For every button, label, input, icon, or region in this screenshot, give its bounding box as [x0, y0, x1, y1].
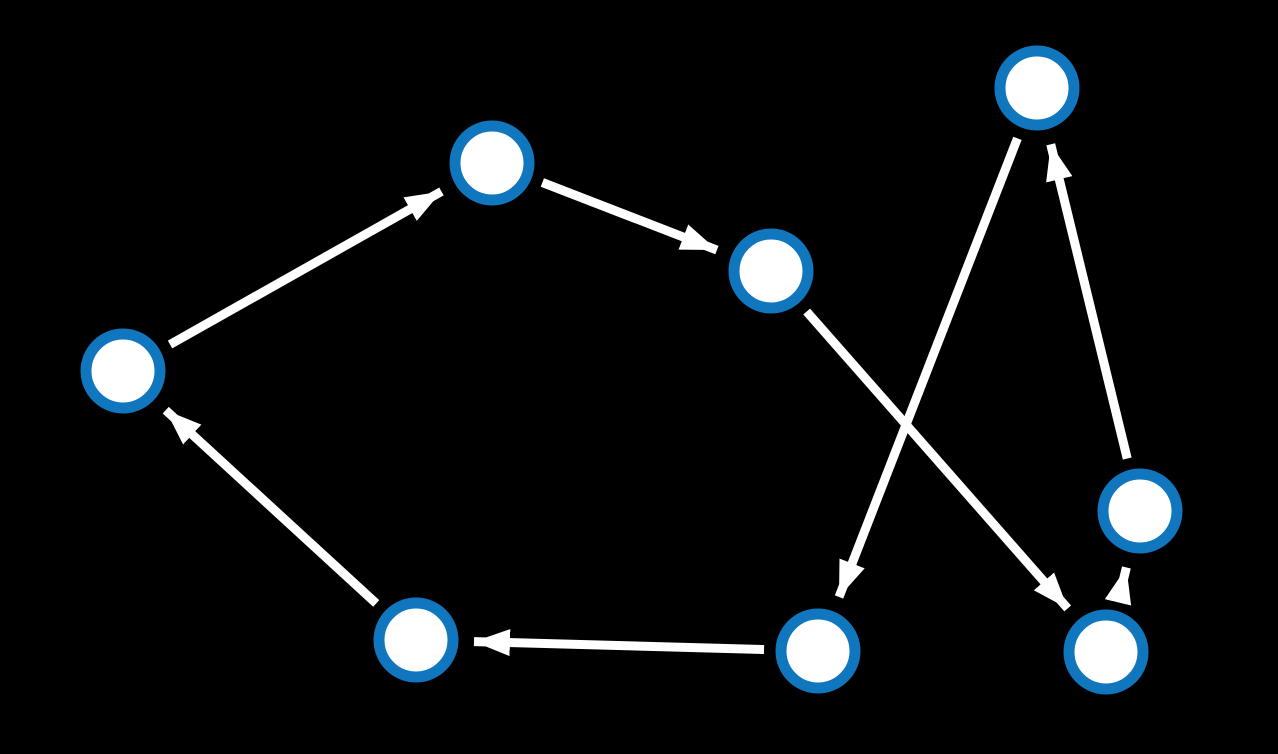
graph-edge-node-bottom-left-to-node-left	[162, 406, 380, 607]
graph-edge-node-bottom-mid-to-node-bottom-left	[473, 629, 765, 657]
graph-edge-node-right-to-node-top-right	[1046, 143, 1132, 460]
graph-node-right	[1097, 468, 1183, 554]
graph-node-upper-middle	[449, 120, 535, 206]
graph-node-bottom-right	[1063, 609, 1149, 695]
graph-edge-node-bottom-right-to-node-right	[1104, 566, 1132, 606]
graph-edge-node-top-right-to-node-bottom-mid	[834, 136, 1022, 599]
graph-edge-node-left-to-node-upper-middle	[167, 187, 444, 349]
graph-node-left	[80, 328, 166, 414]
graph-node-top-right	[994, 45, 1080, 131]
graph-edge-node-upper-middle-to-node-center	[540, 178, 719, 255]
graph-node-bottom-left	[373, 597, 459, 683]
graph-node-center	[728, 228, 814, 314]
graph-edge-node-center-to-node-bottom-right	[803, 308, 1072, 612]
graph-node-bottom-mid	[775, 608, 861, 694]
